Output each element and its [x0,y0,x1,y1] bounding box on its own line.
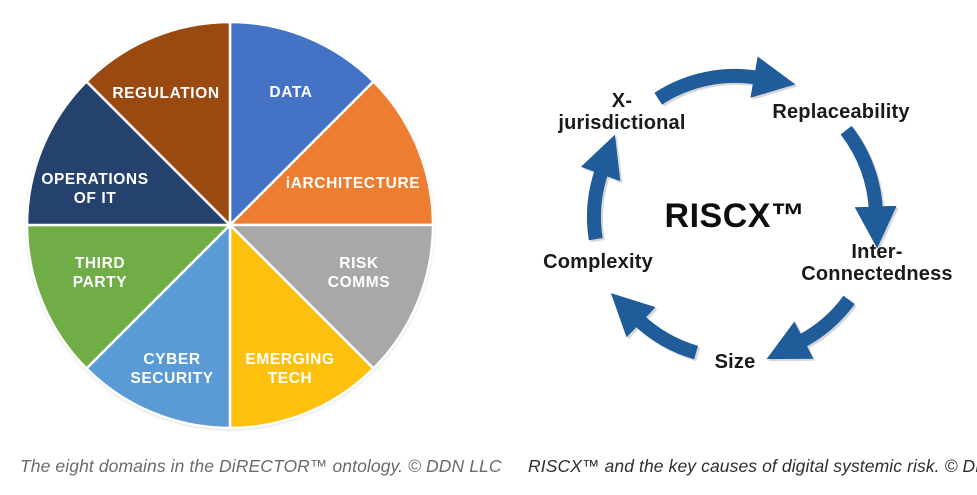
pie-slice-label-regulation: REGULATION [112,85,219,102]
riscx-center-label: RISCX™ [665,197,806,235]
riscx-cycle-diagram: X-jurisdictional ReplaceabilityInter-Conn… [543,56,953,373]
left-figure-caption: The eight domains in the DiRECTOR™ ontol… [20,456,502,476]
cycle-node-labels-group: X-jurisdictional ReplaceabilityInter-Conn… [543,90,953,373]
pie-slice-operations-of-it [25,79,234,227]
cycle-node-inter-connectedness: Inter-Connectedness [801,241,953,285]
cycle-node-replaceability: Replaceability [772,101,910,123]
cycle-arrows-group [580,56,897,360]
cycle-arrow-replaceability-to-inter-connectedness [840,125,897,249]
cycle-arrow-complexity-to-x-jurisdictional [580,134,621,241]
pie-slice-regulation [84,20,232,229]
pie-slice-label-iarchitecture: iARCHITECTURE [286,175,420,192]
pie-slice-label-data: DATA [269,84,312,101]
right-figure-caption: RISCX™ and the key causes of digital sys… [528,456,977,476]
pie-slice-data [228,20,376,229]
cycle-node-complexity: Complexity [543,251,653,273]
pie-slice-emerging-tech [228,221,376,430]
pie-slice-iarchitecture [226,79,435,227]
cycle-node-size: Size [715,351,756,373]
pie-slice-cyber-security [84,221,232,430]
cycle-arrow-inter-connectedness-to-size [766,295,855,360]
cycle-node-x-jurisdictional: X-jurisdictional [557,90,685,134]
cycle-arrow-x-jurisdictional-to-replaceability [654,56,796,105]
pie-slice-third-party [25,223,234,371]
pie-slice-risk-comms [226,223,435,371]
cycle-arrow-size-to-complexity [610,293,699,360]
